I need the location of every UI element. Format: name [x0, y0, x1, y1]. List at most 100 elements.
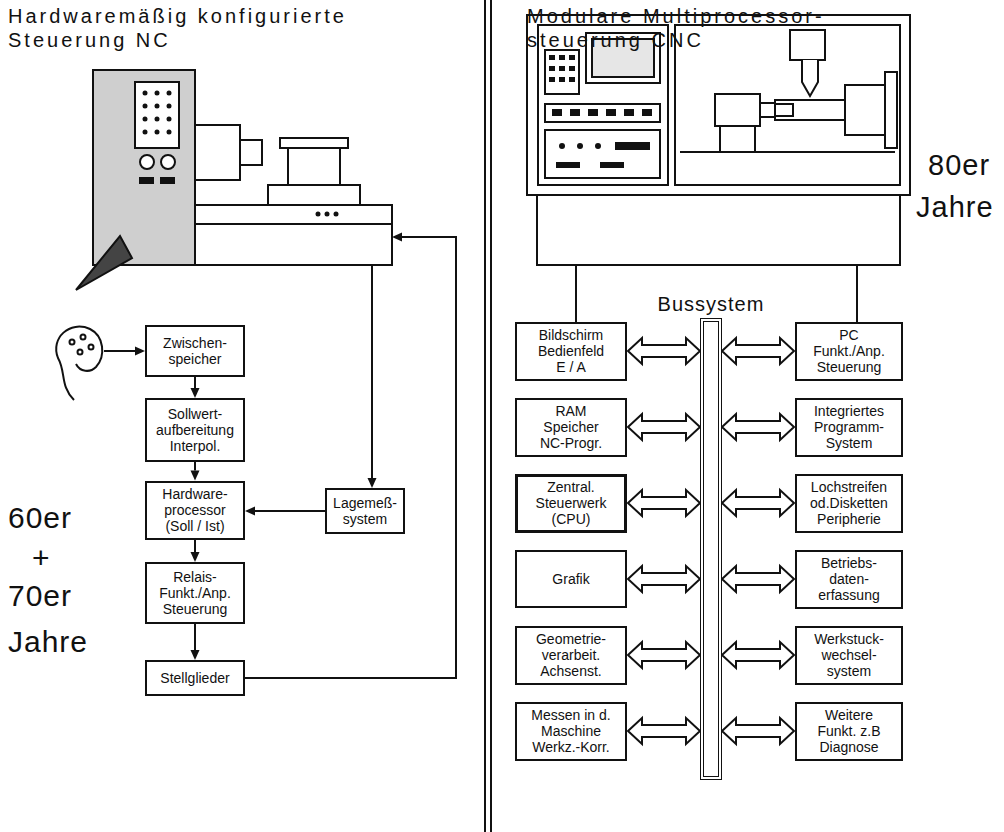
text-line: Bedienfeld	[538, 343, 604, 359]
text-line: (CPU)	[552, 511, 591, 527]
headstock	[885, 72, 897, 148]
display	[615, 142, 650, 150]
connector	[722, 642, 794, 668]
text-line: Funkt./Anp.	[159, 585, 231, 601]
text-line: Modulare Multiprocessor-	[527, 4, 825, 28]
key	[606, 109, 616, 116]
text-line: speicher	[169, 351, 222, 367]
bus-arrow	[628, 566, 700, 592]
button	[167, 117, 172, 122]
button	[155, 117, 160, 122]
key	[588, 109, 598, 116]
machine-housing	[527, 15, 910, 195]
connector	[628, 642, 700, 668]
text-line: Jahre	[8, 624, 88, 660]
key	[624, 109, 634, 116]
arrow-head	[245, 507, 255, 516]
module-box: PC Funkt./Anp. Steuerung	[795, 322, 903, 381]
flow-line	[255, 510, 325, 512]
box-text: Weitere Funkt. z.B Diagnose	[817, 707, 880, 755]
flow-line	[194, 624, 196, 650]
tape-hole	[81, 335, 86, 340]
flow-line	[194, 540, 196, 553]
button	[155, 104, 160, 109]
era-label: 60er	[8, 500, 72, 536]
panel-heading: Hardwaremäßig konfigurierte Steuerung NC	[8, 4, 347, 52]
connector	[191, 540, 200, 563]
button	[559, 143, 565, 149]
text-line: Integriertes	[814, 403, 884, 419]
bus-arrow	[722, 642, 794, 668]
connector	[191, 624, 200, 660]
connector	[628, 338, 700, 364]
text-line: Hardwaremäßig konfigurierte	[8, 4, 347, 28]
era-label: +	[32, 540, 50, 576]
text-line: Zentral.	[547, 479, 594, 495]
bus-arrow	[628, 490, 700, 516]
text-line: Geometrie-	[536, 631, 606, 647]
dot	[325, 212, 330, 217]
arrow-head	[191, 388, 200, 398]
text-line: Steuerung	[817, 359, 882, 375]
text-line: Messen in d.	[531, 707, 610, 723]
box-text: Werkstuck- wechsel- system	[814, 631, 884, 679]
connector	[191, 462, 200, 481]
connector	[722, 718, 794, 744]
punched-tape	[56, 327, 102, 400]
key	[569, 55, 575, 60]
arrow-head	[191, 650, 200, 660]
module-box: RAM Speicher NC-Progr.	[515, 398, 627, 457]
arrow-head	[368, 478, 377, 488]
key	[549, 66, 555, 71]
arrow-head	[191, 471, 200, 481]
text-line: aufbereitung	[156, 422, 234, 438]
text-line: 60er	[8, 500, 72, 536]
module-box: Lagemeß- system	[325, 488, 405, 534]
bus-arrow	[722, 490, 794, 516]
button	[167, 104, 172, 109]
tape-hole	[70, 340, 75, 345]
button-panel	[135, 82, 179, 148]
text-line: Speicher	[543, 419, 598, 435]
button	[143, 130, 148, 135]
box-text: Grafik	[552, 571, 589, 587]
box-text: PC Funkt./Anp. Steuerung	[813, 327, 885, 375]
module-box: Messen in d. Maschine Werkz.-Korr.	[515, 702, 627, 761]
key	[569, 77, 575, 82]
key	[642, 109, 652, 116]
connector	[628, 490, 700, 516]
text-line: Werkz.-Korr.	[532, 739, 610, 755]
module-box: Relais- Funkt./Anp. Steuerung	[145, 562, 245, 624]
era-label: Jahre	[8, 624, 88, 660]
text-line: Grafik	[552, 571, 589, 587]
text-line: Steuerung NC	[8, 28, 347, 52]
key	[559, 66, 565, 71]
signal-line	[371, 265, 373, 478]
quill	[760, 103, 775, 117]
module-box: Zentral. Steuerwerk (CPU)	[515, 474, 627, 533]
panel-heading: Modulare Multiprocessor- steuerung CNC	[527, 4, 825, 52]
text-line: Interpol.	[170, 438, 221, 454]
machine-base	[195, 205, 392, 265]
switch	[556, 162, 580, 168]
module-box: Lochstreifen od.Disketten Peripherie	[795, 474, 903, 533]
spindle	[240, 140, 262, 165]
base-line	[195, 223, 392, 225]
box-text: Geometrie- verarbeit. Achsenst.	[536, 631, 606, 679]
module-box: Grafik	[515, 550, 627, 608]
text-line: Jahre	[916, 190, 994, 225]
machine-base	[537, 195, 900, 265]
text-line: Steuerwerk	[536, 495, 607, 511]
text-line: od.Disketten	[810, 495, 888, 511]
module-box: Werkstuck- wechsel- system	[795, 626, 903, 685]
signal-line	[856, 265, 858, 322]
connector	[722, 566, 794, 592]
text-line: Werkstuck-	[814, 631, 884, 647]
key	[559, 77, 565, 82]
box-text: Relais- Funkt./Anp. Steuerung	[159, 569, 231, 617]
machine-window	[675, 25, 900, 185]
box-text: Betriebs- daten- erfassung	[818, 555, 879, 603]
bus-arrow	[628, 642, 700, 668]
text-line: Zwischen-	[163, 335, 227, 351]
button	[167, 91, 172, 96]
